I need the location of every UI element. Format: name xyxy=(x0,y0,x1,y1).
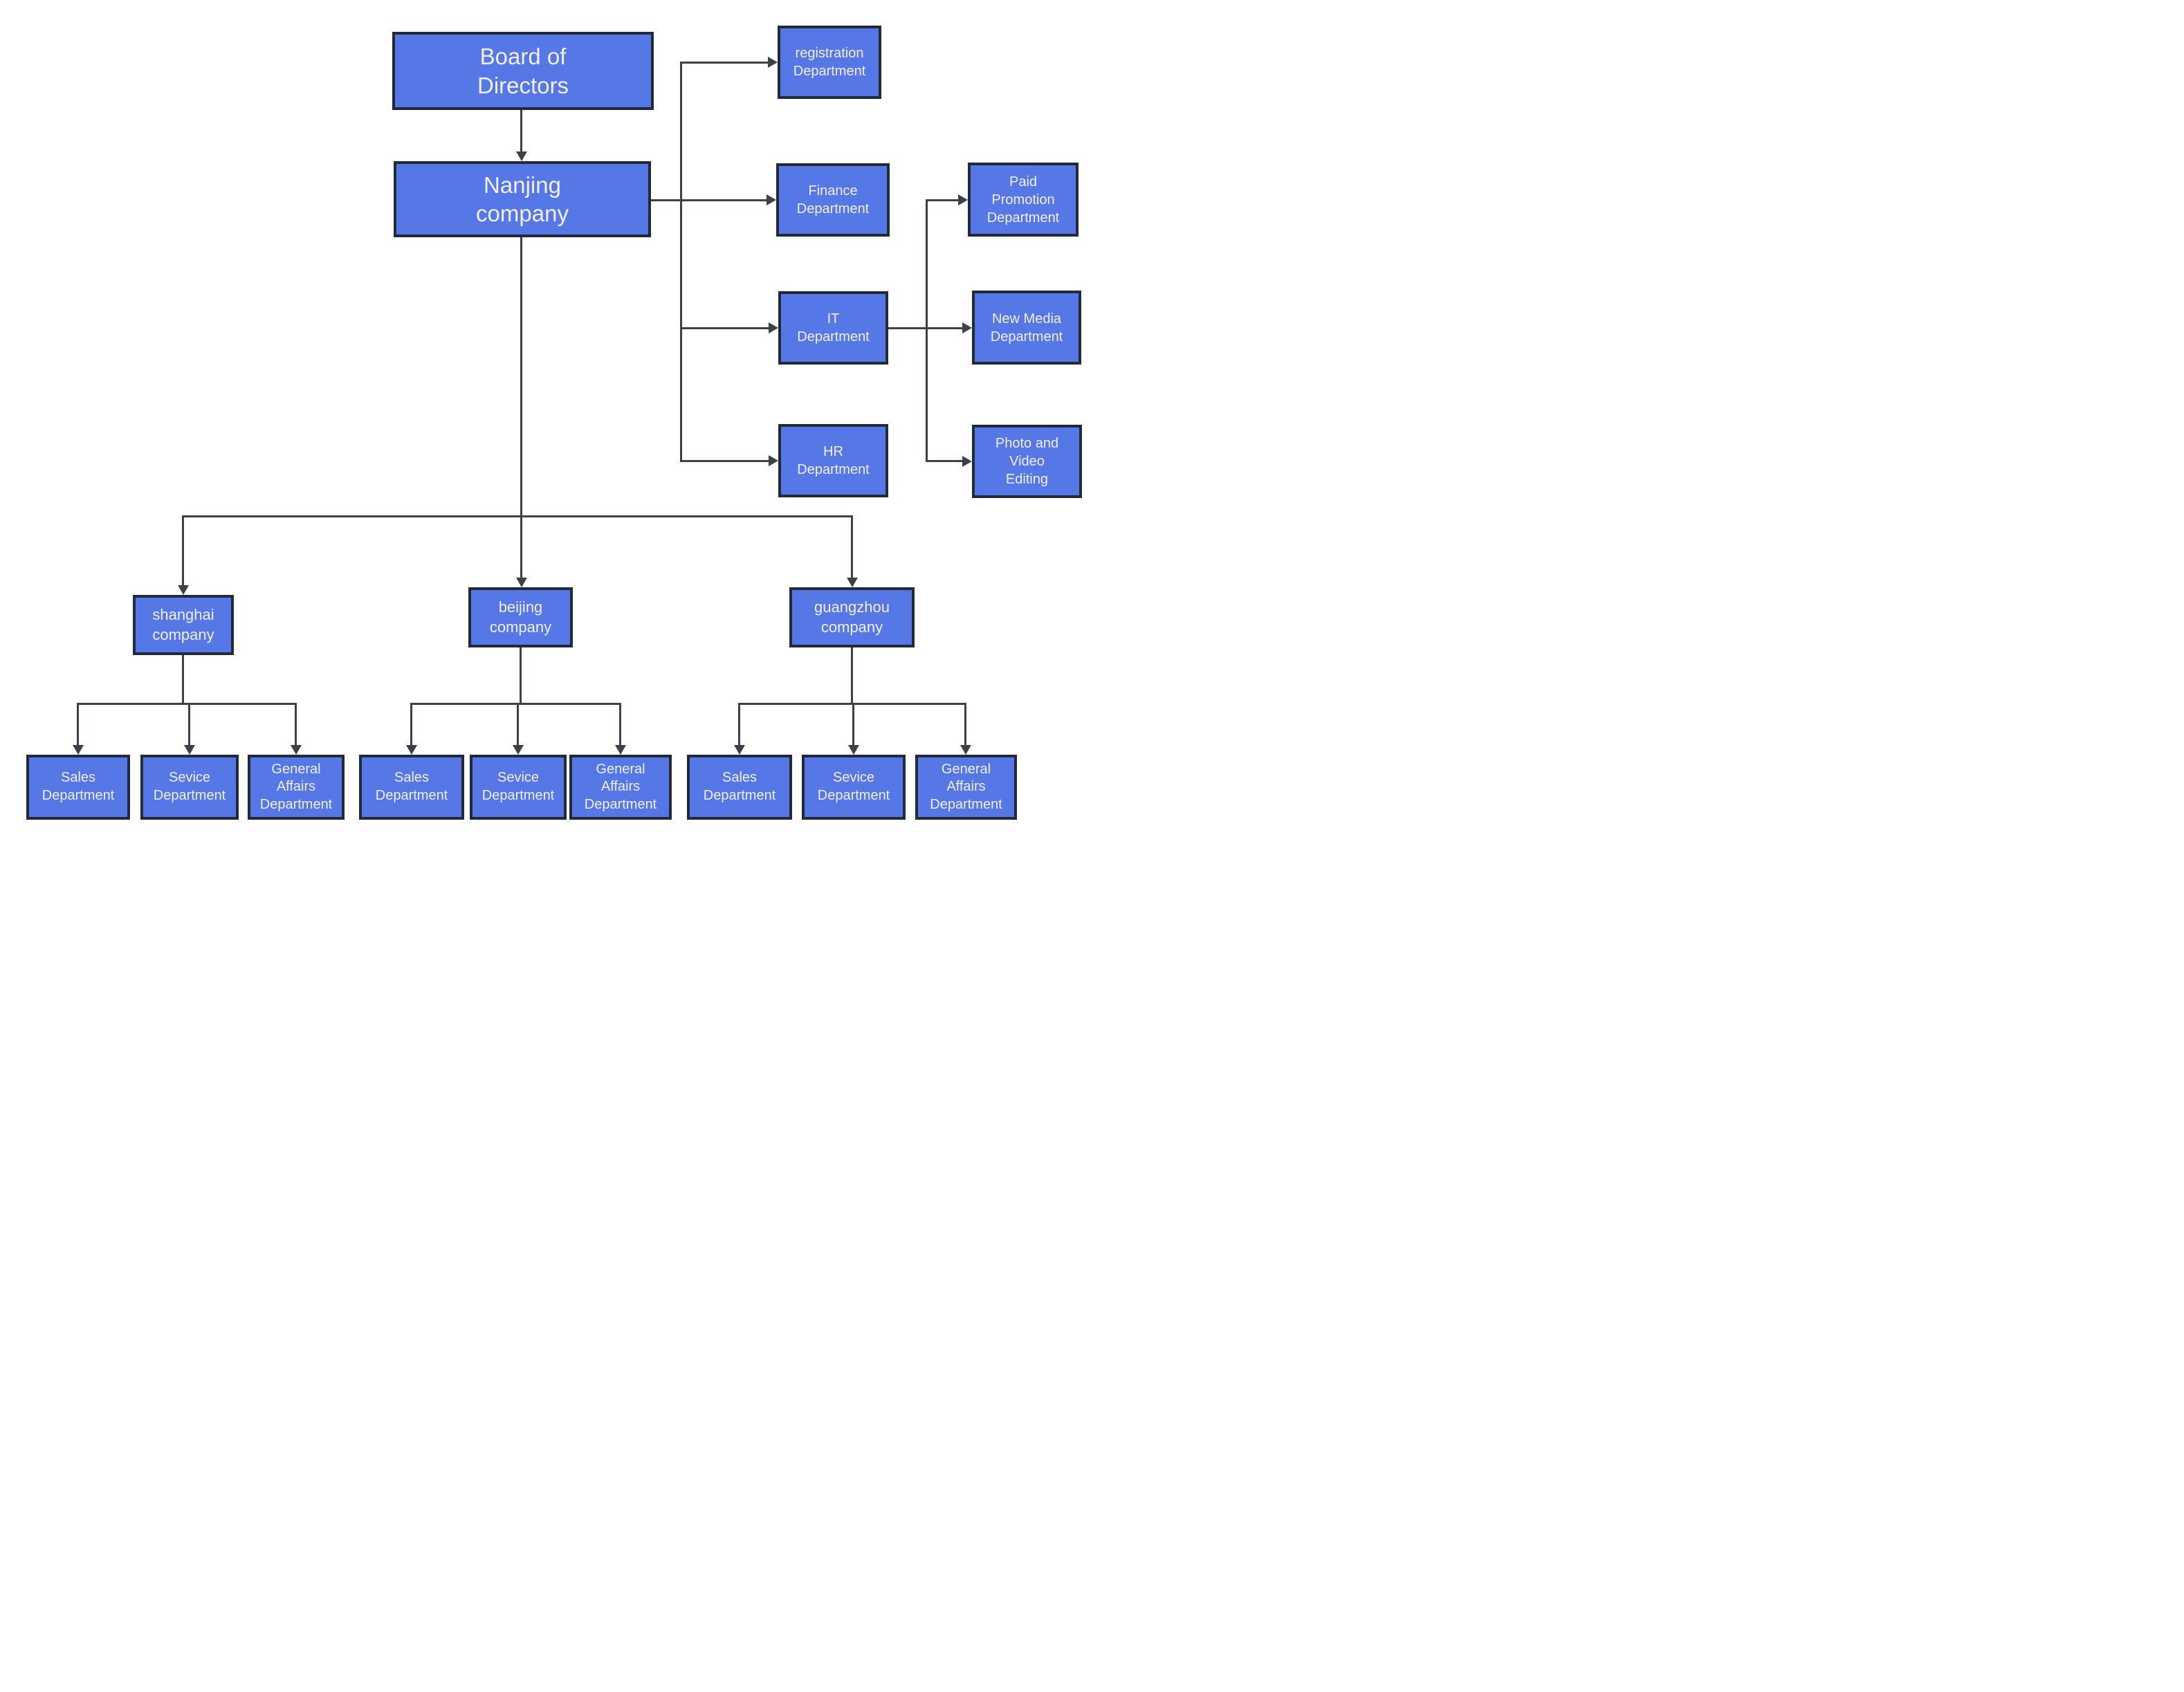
edge-it-to-photo-video-line xyxy=(926,460,963,462)
edge-beijing-to-general-line xyxy=(619,703,621,746)
node-hr-department-label: HR Department xyxy=(797,444,870,477)
node-nanjing-company: Nanjing company xyxy=(394,161,651,237)
edge-guangzhou-to-general-line xyxy=(964,703,966,746)
edge-nanjing-to-finance-arrow-icon xyxy=(767,194,776,205)
node-board-of-directors-label: Board of Directors xyxy=(477,44,569,98)
node-guangzhou-sales-department-label: Sales Department xyxy=(703,770,776,803)
edge-shanghai-stem-line xyxy=(182,655,184,704)
edge-guangzhou-to-sales-arrow-icon xyxy=(734,745,745,755)
node-guangzhou-company: guangzhou company xyxy=(789,587,915,647)
edge-nanjing-to-shanghai-arrow-icon xyxy=(178,585,189,595)
node-board-of-directors: Board of Directors xyxy=(392,32,654,110)
edge-it-to-paid-promotion-arrow-icon xyxy=(958,194,968,205)
edge-it-to-new-media-arrow-icon xyxy=(962,322,972,333)
edge-it-to-paid-promotion-line xyxy=(926,199,959,201)
node-paid-promotion-department-label: Paid Promotion Department xyxy=(987,174,1060,226)
node-shanghai-sales-department: Sales Department xyxy=(26,755,130,820)
node-guangzhou-general-affairs-department-label: General Affairs Department xyxy=(930,761,1002,812)
edge-board-to-nanjing-line xyxy=(520,110,522,153)
node-nanjing-company-label: Nanjing company xyxy=(476,172,569,226)
node-shanghai-sevice-department: Sevice Department xyxy=(140,755,239,820)
node-photo-and-video-editing-label: Photo and Video Editing xyxy=(995,436,1059,487)
node-finance-department-label: Finance Department xyxy=(796,183,870,217)
edge-nanjing-to-hr-line xyxy=(680,460,769,462)
node-registration-department: registration Department xyxy=(778,26,881,99)
node-beijing-company: beijing company xyxy=(468,587,573,647)
node-it-department: IT Department xyxy=(778,291,888,365)
node-paid-promotion-department: Paid Promotion Department xyxy=(968,163,1079,237)
node-beijing-sales-department: Sales Department xyxy=(359,755,464,820)
edge-shanghai-children-bus-line xyxy=(78,703,296,705)
org-chart-canvas: Board of Directors Nanjing company regis… xyxy=(0,0,1092,846)
edge-nanjing-to-shanghai-line xyxy=(182,515,184,587)
node-beijing-company-label: beijing company xyxy=(489,598,552,636)
node-beijing-sevice-department-label: Sevice Department xyxy=(481,770,555,803)
node-shanghai-sevice-department-label: Sevice Department xyxy=(153,770,226,803)
node-beijing-general-affairs-department: General Affairs Department xyxy=(569,755,672,820)
node-beijing-sales-department-label: Sales Department xyxy=(375,770,448,803)
node-guangzhou-sevice-department: Sevice Department xyxy=(802,755,906,820)
edge-nanjing-to-registration-arrow-icon xyxy=(768,57,778,68)
edge-it-subtrunk-line xyxy=(926,199,928,462)
node-registration-department-label: registration Department xyxy=(793,46,866,79)
edge-nanjing-to-beijing-arrow-icon xyxy=(516,578,527,587)
edge-beijing-to-sevice-arrow-icon xyxy=(513,745,524,755)
edge-nanjing-to-it-line xyxy=(680,327,769,329)
edge-beijing-children-bus-line xyxy=(412,703,621,705)
node-shanghai-sales-department-label: Sales Department xyxy=(42,770,115,803)
edge-guangzhou-to-sevice-line xyxy=(852,703,854,746)
edge-guangzhou-to-sales-line xyxy=(738,703,740,746)
edge-nanjing-to-guangzhou-arrow-icon xyxy=(847,578,858,587)
edge-guangzhou-stem-line xyxy=(851,647,853,704)
node-guangzhou-general-affairs-department: General Affairs Department xyxy=(915,755,1017,820)
node-shanghai-general-affairs-department-label: General Affairs Department xyxy=(259,761,333,812)
edge-beijing-to-general-arrow-icon xyxy=(615,745,626,755)
edge-guangzhou-to-sevice-arrow-icon xyxy=(848,745,859,755)
edge-shanghai-to-sales-arrow-icon xyxy=(73,745,84,755)
edge-beijing-to-sales-line xyxy=(410,703,412,746)
edge-nanjing-to-finance-line xyxy=(651,199,768,201)
edge-nanjing-to-it-arrow-icon xyxy=(769,322,778,333)
node-beijing-sevice-department: Sevice Department xyxy=(470,755,567,820)
edge-nanjing-to-guangzhou-line xyxy=(851,515,853,579)
node-shanghai-general-affairs-department: General Affairs Department xyxy=(248,755,345,820)
edge-shanghai-to-sales-line xyxy=(77,703,79,746)
edge-it-to-photo-video-arrow-icon xyxy=(962,456,972,467)
node-guangzhou-company-label: guangzhou company xyxy=(814,598,890,636)
edge-nanjing-to-beijing-line xyxy=(520,237,522,579)
edge-companies-bus-line xyxy=(183,515,852,517)
edge-shanghai-to-general-line xyxy=(295,703,297,746)
edge-guangzhou-to-general-arrow-icon xyxy=(960,745,971,755)
edge-shanghai-to-sevice-arrow-icon xyxy=(184,745,195,755)
node-shanghai-company: shanghai company xyxy=(133,595,234,655)
edge-shanghai-to-sevice-line xyxy=(188,703,190,746)
node-hr-department: HR Department xyxy=(778,424,888,497)
edge-beijing-stem-line xyxy=(520,647,522,704)
node-beijing-general-affairs-department-label: General Affairs Department xyxy=(584,761,657,812)
edge-board-to-nanjing-arrow-icon xyxy=(516,151,527,161)
edge-beijing-to-sevice-line xyxy=(517,703,519,746)
edge-beijing-to-sales-arrow-icon xyxy=(406,745,417,755)
node-shanghai-company-label: shanghai company xyxy=(152,606,214,643)
edge-shanghai-to-general-arrow-icon xyxy=(291,745,302,755)
node-it-department-label: IT Department xyxy=(797,311,870,344)
edge-department-trunk-line xyxy=(680,62,682,461)
edge-nanjing-to-hr-arrow-icon xyxy=(769,455,778,466)
node-photo-and-video-editing: Photo and Video Editing xyxy=(972,425,1082,498)
node-guangzhou-sevice-department-label: Sevice Department xyxy=(817,770,890,803)
node-new-media-department-label: New Media Department xyxy=(990,311,1063,344)
node-guangzhou-sales-department: Sales Department xyxy=(687,755,792,820)
node-finance-department: Finance Department xyxy=(776,163,890,237)
node-new-media-department: New Media Department xyxy=(972,291,1081,365)
edge-nanjing-to-registration-line xyxy=(680,62,769,64)
